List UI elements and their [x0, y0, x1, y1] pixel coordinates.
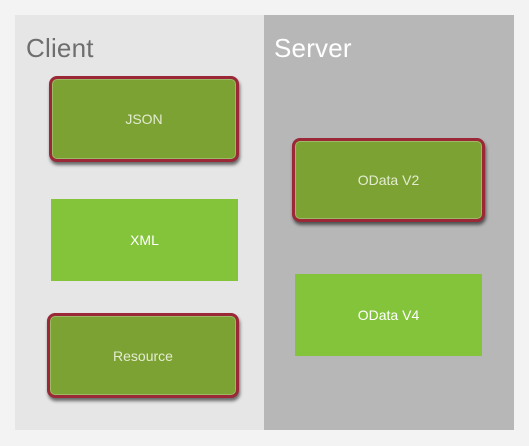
odata-v4-model-label: OData V4: [357, 307, 420, 323]
resource-model-label: Resource: [113, 347, 173, 364]
odata-v4-model-box[interactable]: OData V4: [295, 274, 482, 356]
resource-model-box[interactable]: Resource: [47, 313, 239, 398]
json-model-box[interactable]: JSON: [49, 76, 239, 162]
xml-model-label: XML: [130, 232, 159, 248]
odata-v2-model-box[interactable]: OData V2: [292, 138, 485, 222]
client-title: Client: [26, 33, 94, 63]
xml-model-box[interactable]: XML: [51, 199, 238, 281]
server-column: Server: [264, 15, 514, 430]
odata-v2-model-label: OData V2: [357, 172, 420, 188]
server-title: Server: [274, 33, 352, 63]
json-model-label: JSON: [125, 111, 163, 127]
